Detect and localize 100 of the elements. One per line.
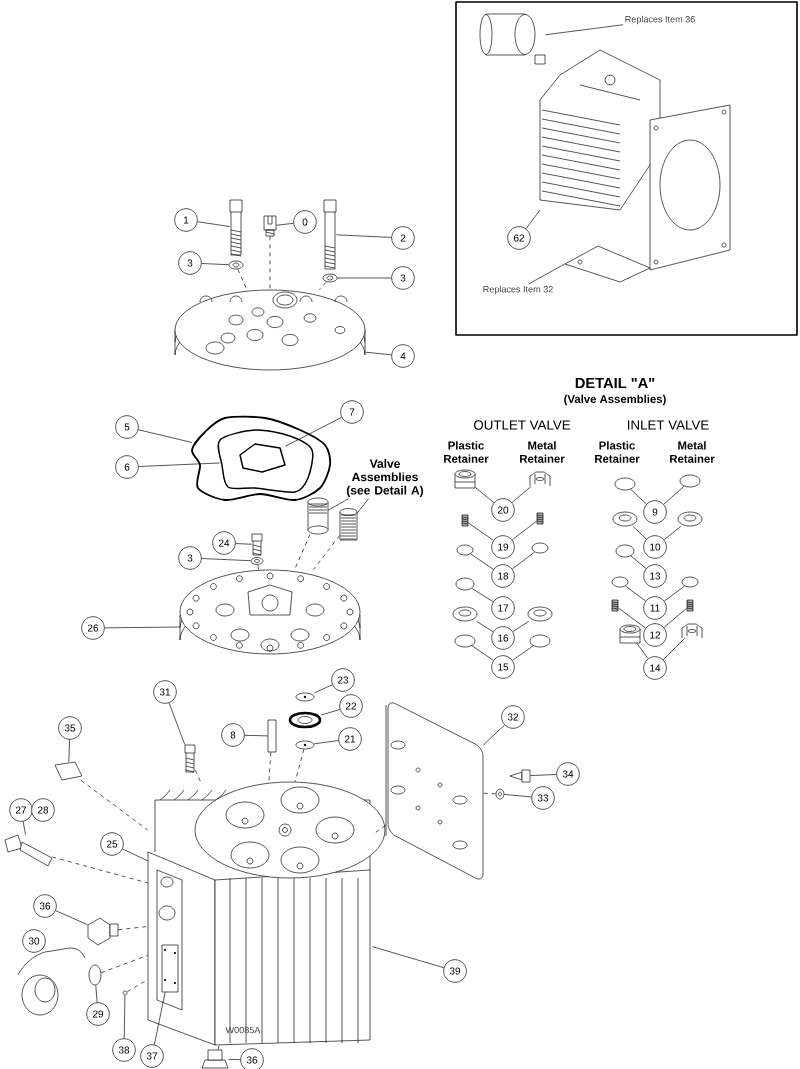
assembly-line — [127, 979, 148, 992]
leader-line — [630, 488, 647, 505]
valve-plate-drawing — [179, 569, 361, 655]
callout-number: 30 — [22, 929, 46, 953]
callout-number: 14 — [643, 656, 667, 680]
leader-line — [68, 739, 70, 762]
leader-line — [636, 643, 649, 659]
callout-number: 39 — [443, 959, 467, 983]
screw-drawing — [251, 533, 263, 556]
leader-line — [470, 553, 494, 570]
callout-number: 32 — [501, 705, 525, 729]
valve-seat-drawing — [527, 606, 553, 622]
leader-line — [530, 774, 557, 776]
leader-line — [95, 984, 98, 1003]
leader-line — [201, 263, 229, 265]
valve-disc-drawing — [681, 576, 699, 588]
leader-line — [475, 487, 495, 503]
leader-line — [525, 210, 541, 229]
callout-number: 2 — [391, 226, 415, 250]
callout-text: Valve Assemblies (see Detail A) — [346, 459, 424, 497]
assembly-line — [269, 236, 271, 290]
valve-assembly-drawing — [307, 497, 329, 535]
valve-seat-drawing — [677, 511, 703, 527]
drawing-number: W0085A — [225, 1026, 261, 1034]
washer-drawing — [322, 273, 338, 283]
leader-line — [104, 626, 180, 629]
pin-drawing — [122, 990, 128, 996]
assembly-line — [100, 955, 148, 974]
leader-line — [512, 621, 530, 632]
spring-drawing — [686, 599, 694, 612]
washer-drawing — [495, 788, 505, 800]
assembly-line — [80, 780, 148, 831]
section-heading: INLET VALVE — [628, 420, 709, 430]
leader-line — [123, 995, 126, 1039]
mounting-plate-drawing — [385, 702, 484, 880]
leader-line — [244, 734, 268, 737]
column-heading: Plastic Retainer — [595, 441, 640, 463]
callout-number: 10 — [643, 535, 667, 559]
callout-number: 33 — [531, 786, 555, 810]
leader-line — [314, 740, 339, 745]
seal-ring-drawing — [615, 544, 635, 558]
valve-disc-drawing — [611, 576, 629, 588]
callout-number: 19 — [491, 535, 515, 559]
leader-line — [55, 910, 88, 926]
washer-drawing — [228, 260, 244, 270]
bolt-drawing — [87, 917, 119, 946]
leader-line — [372, 946, 445, 969]
callout-number: 16 — [491, 626, 515, 650]
assembly-line — [118, 926, 148, 931]
leader-line — [337, 277, 392, 279]
leader-line — [483, 724, 505, 746]
assembly-line — [195, 769, 201, 782]
leader-line — [511, 551, 535, 570]
retainer-drawing — [681, 623, 703, 639]
cap-drawing — [21, 974, 59, 1016]
callout-number: 1 — [174, 208, 198, 232]
callout-number: 3 — [178, 251, 202, 275]
disc-drawing — [295, 692, 315, 702]
callout-number: 34 — [556, 762, 580, 786]
leader-line — [663, 526, 682, 541]
leader-line — [468, 522, 494, 541]
column-heading: Metal Retainer — [670, 441, 715, 463]
leader-line — [328, 498, 350, 511]
o-ring-drawing — [454, 634, 476, 648]
callout-number: 18 — [491, 564, 515, 588]
screw-drawing — [184, 744, 196, 773]
leader-line — [201, 558, 251, 562]
callout-number: 22 — [339, 694, 363, 718]
callout-number: 27 — [9, 798, 33, 822]
o-ring-drawing — [614, 477, 636, 491]
callout-number: 35 — [58, 716, 82, 740]
callout-number: 37 — [140, 1044, 164, 1068]
leader-line — [471, 645, 494, 661]
column-heading: Plastic Retainer — [444, 441, 489, 463]
callout-number: 9 — [643, 500, 667, 524]
leader-line — [504, 794, 532, 798]
leader-line — [618, 607, 646, 629]
screw-drawing — [229, 199, 243, 257]
callout-number: 15 — [491, 655, 515, 679]
callout-number: 28 — [31, 798, 55, 822]
assembly-line — [318, 282, 327, 290]
callout-number: 23 — [331, 668, 355, 692]
assembly-line — [294, 749, 305, 782]
leader-line — [336, 234, 392, 238]
gasket-drawing — [217, 429, 314, 493]
nameplate-drawing — [161, 944, 179, 993]
leader-line — [138, 429, 192, 443]
retainer-drawing — [454, 469, 476, 489]
leader-line — [197, 221, 230, 227]
fitting-drawing — [4, 834, 53, 867]
callout-number: 31 — [153, 680, 177, 704]
leader-line — [471, 588, 494, 603]
leader-line — [625, 585, 646, 602]
o-ring-drawing — [529, 634, 551, 648]
leader-line — [122, 848, 148, 862]
leader-line — [235, 543, 252, 545]
leader-line — [154, 992, 166, 1045]
callout-number: 17 — [491, 596, 515, 620]
heading: DETAIL "A" — [575, 377, 655, 389]
leader-line — [511, 520, 537, 541]
